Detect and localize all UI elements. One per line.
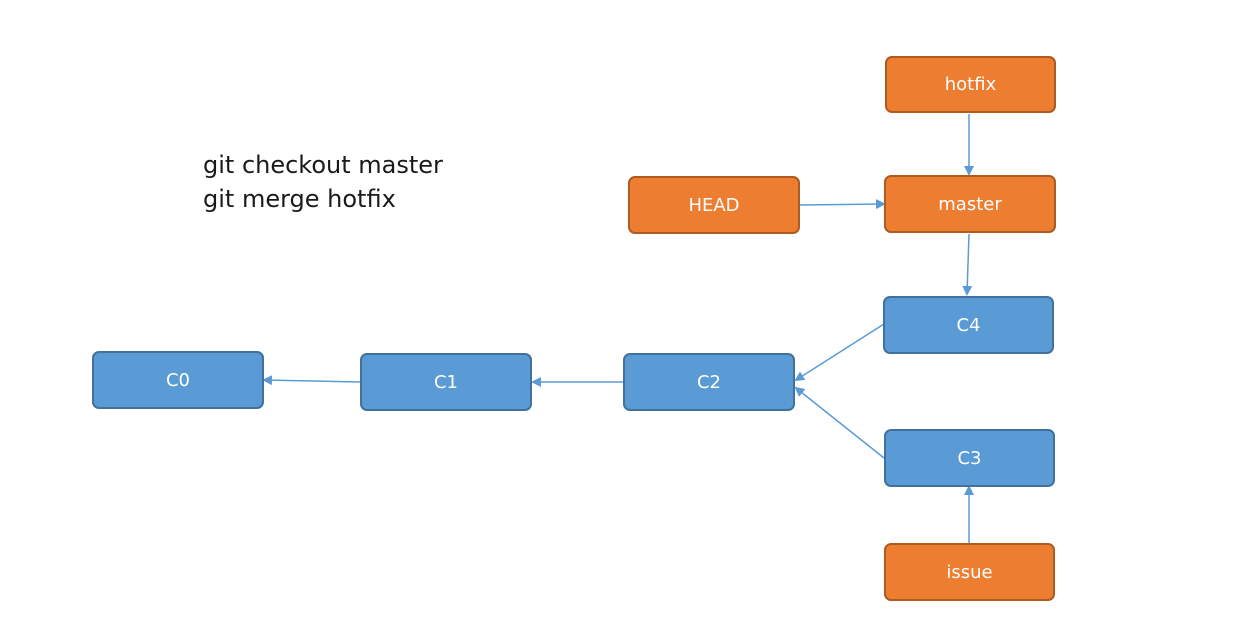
command-line-2: git merge hotfix bbox=[203, 185, 396, 213]
commit-c3: C3 bbox=[884, 429, 1055, 487]
git-commands: git checkout master git merge hotfix bbox=[203, 148, 443, 216]
commit-c4: C4 bbox=[883, 296, 1054, 354]
commit-c0: C0 bbox=[92, 351, 264, 409]
commit-c1: C1 bbox=[360, 353, 532, 411]
edge-c1-to-c0 bbox=[262, 375, 361, 386]
command-line-1: git checkout master bbox=[203, 151, 443, 179]
commit-c2: C2 bbox=[623, 353, 795, 411]
edge-c4-to-c2 bbox=[794, 323, 885, 382]
edge-master-to-c4 bbox=[962, 233, 973, 296]
ref-master: master bbox=[884, 175, 1056, 233]
ref-head: HEAD bbox=[628, 176, 800, 234]
ref-hotfix: hotfix bbox=[885, 56, 1056, 113]
ref-issue: issue bbox=[884, 543, 1055, 601]
edge-head-to-master bbox=[799, 199, 886, 210]
edge-c3-to-c2 bbox=[794, 386, 885, 459]
